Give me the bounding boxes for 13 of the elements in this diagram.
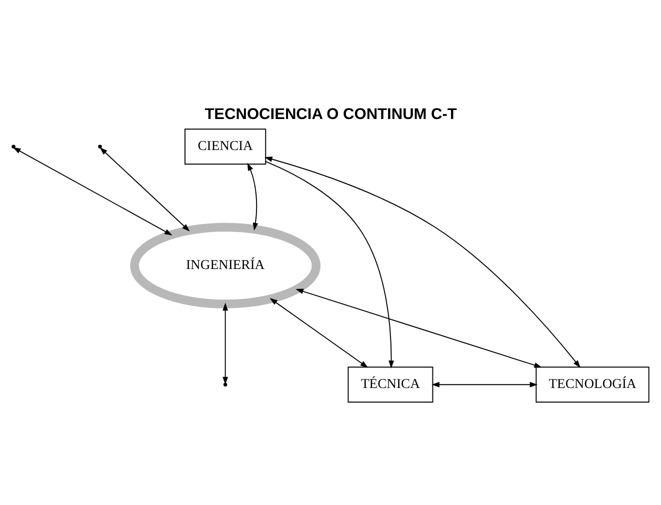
arrow	[222, 302, 228, 384]
arrow	[12, 146, 172, 235]
arrow	[265, 160, 394, 368]
node-box: TECNOLOGÍA	[536, 366, 650, 402]
node-box: CIENCIA	[184, 128, 266, 164]
arrow	[432, 381, 538, 387]
arrow	[296, 288, 542, 368]
arrow	[270, 298, 368, 368]
node-box: TÉCNICA	[348, 366, 434, 402]
arrow	[100, 146, 190, 231]
arrow	[264, 156, 580, 368]
arrow	[247, 162, 258, 230]
diagram-title: TECNOCIENCIA O CONTINUM C-T	[204, 106, 457, 123]
